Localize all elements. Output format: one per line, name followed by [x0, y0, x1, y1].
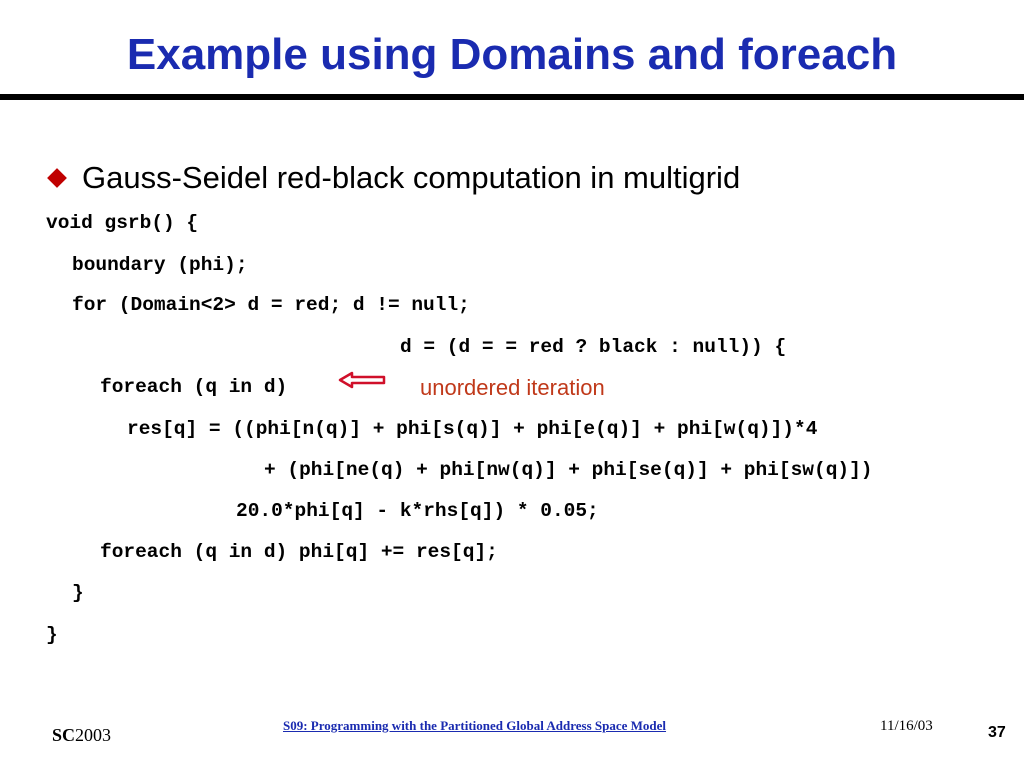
title-divider: [0, 94, 1024, 100]
code-line: for (Domain<2> d = red; d != null;: [72, 294, 470, 316]
diamond-bullet-icon: [47, 168, 67, 188]
logo-year-text: 2003: [75, 725, 112, 745]
left-arrow-icon: [338, 371, 386, 389]
code-line: }: [72, 582, 84, 604]
code-line: + (phi[ne(q) + phi[nw(q)] + phi[se(q)] +…: [264, 459, 873, 481]
annotation-text: unordered iteration: [420, 375, 605, 400]
code-line: boundary (phi);: [72, 254, 248, 276]
code-line: d = (d = = red ? black : null)) {: [400, 336, 787, 358]
footer-date: 11/16/03: [880, 718, 933, 734]
code-line: void gsrb() {: [46, 212, 199, 234]
conference-logo: SC2003: [52, 725, 111, 746]
code-line: res[q] = ((phi[n(q)] + phi[s(q)] + phi[e…: [127, 418, 818, 440]
code-line: 20.0*phi[q] - k*rhs[q]) * 0.05;: [236, 500, 599, 522]
page-number: 37: [988, 724, 1006, 741]
logo-bold-text: SC: [52, 725, 76, 745]
code-line: foreach (q in d): [100, 376, 288, 398]
code-line: foreach (q in d) phi[q] += res[q];: [100, 541, 498, 563]
bullet-text: Gauss-Seidel red-black computation in mu…: [82, 160, 741, 195]
code-line: }: [46, 624, 58, 646]
slide-title: Example using Domains and foreach: [126, 30, 898, 79]
footer-link[interactable]: S09: Programming with the Partitioned Gl…: [283, 718, 667, 733]
bullet-item: Gauss-Seidel red-black computation in mu…: [46, 160, 740, 196]
